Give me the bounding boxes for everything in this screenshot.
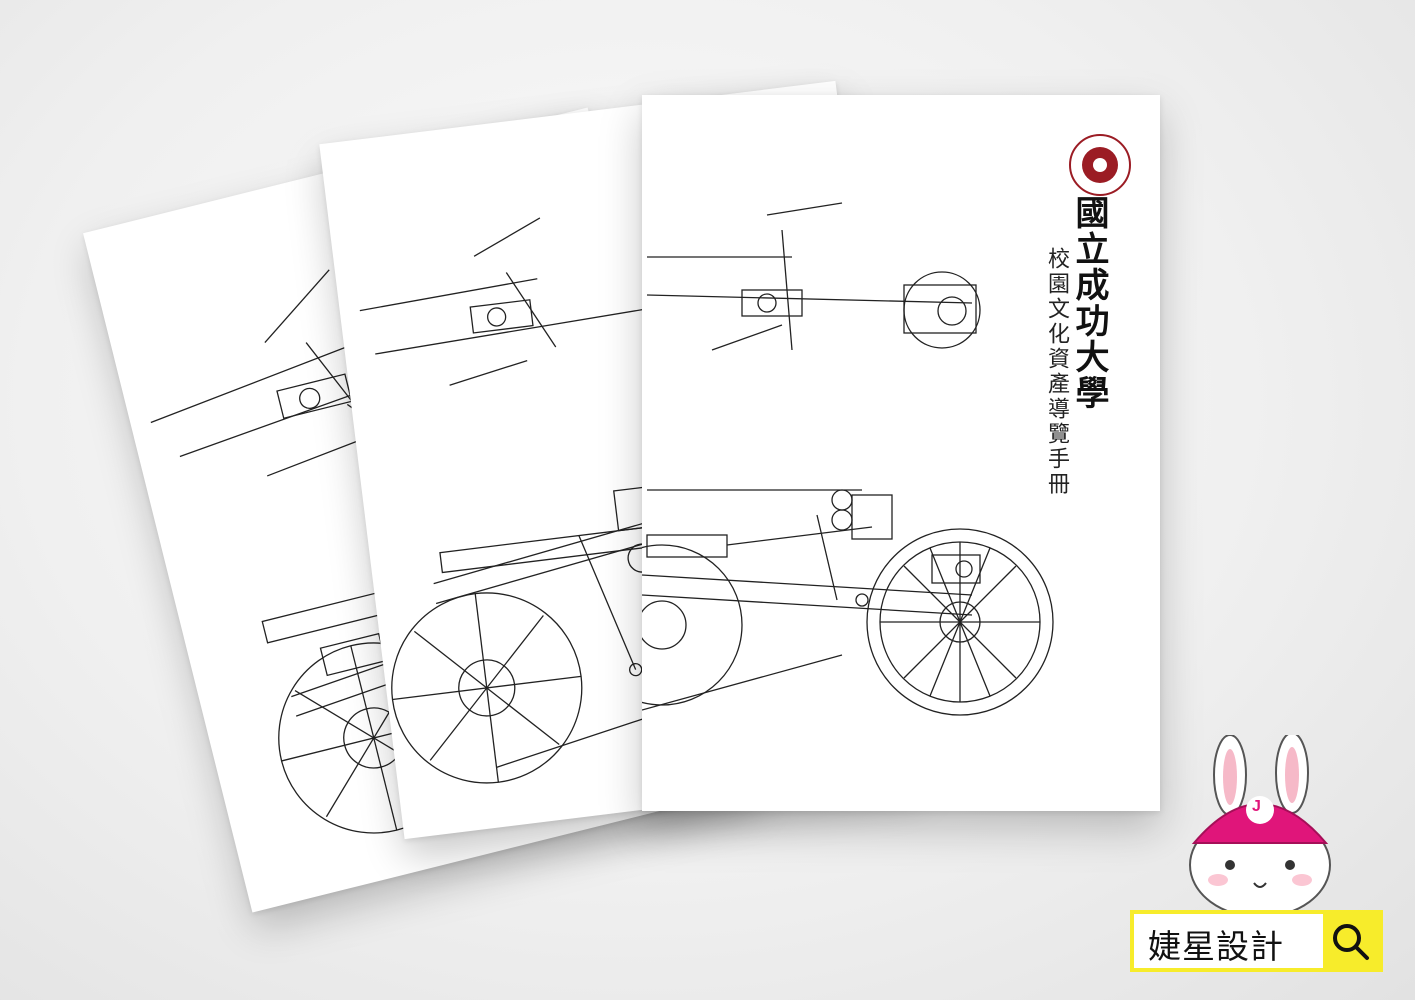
mascot-cap-letter: J: [1252, 798, 1261, 815]
bunny-mascot-icon: [1189, 735, 1331, 918]
locomotive-drawing: [150, 269, 610, 834]
guide-title: 校園文化資產導覽手冊: [1044, 247, 1069, 497]
brand-search-bar[interactable]: 婕星設計: [1130, 910, 1383, 972]
brand-name: 婕星設計: [1148, 927, 1284, 966]
cover-title-area: 國立成功大學 校園文化資產導覽手冊: [1044, 195, 1124, 575]
search-icon: [1333, 924, 1369, 960]
university-name: 國立成功大學: [1069, 195, 1109, 411]
locomotive-drawing: [642, 202, 1054, 716]
booklet-back: [83, 107, 757, 913]
search-button[interactable]: [1323, 914, 1379, 968]
brand-name-field[interactable]: 婕星設計: [1134, 914, 1379, 968]
booklet-front: 國立成功大學 校園文化資產導覽手冊: [642, 95, 1160, 811]
university-logo: [1068, 133, 1132, 197]
brand-badge: J 婕星設計: [1130, 735, 1385, 975]
